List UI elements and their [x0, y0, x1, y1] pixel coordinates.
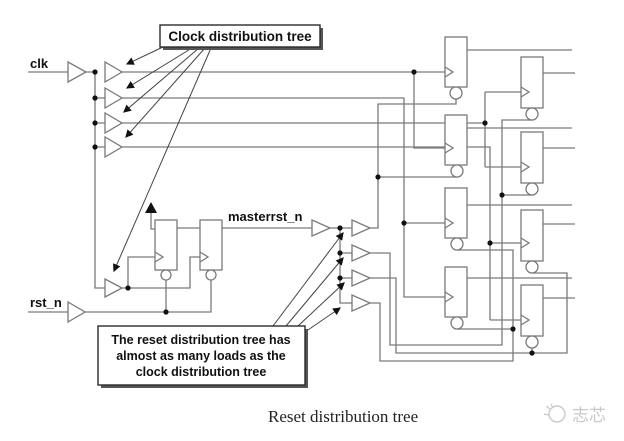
junction-dot [92, 95, 98, 101]
clock-callout-arrow [123, 47, 200, 113]
reset-note-callout-box: The reset distribution tree has almost a… [97, 325, 308, 388]
sync-flipflop-b-icon [199, 219, 223, 281]
clock-tree-callout-box: Clock distribution tree [159, 24, 323, 50]
watermark-chip-icon [548, 405, 566, 423]
reset-callout-arrow [304, 307, 341, 333]
clock-callout-arrow [113, 47, 212, 273]
reset-callout-arrow [297, 282, 345, 327]
reset-note-line1: The reset distribution tree has [111, 333, 290, 347]
wire-layer [28, 49, 575, 362]
clock-net3-wire [122, 91, 521, 168]
ff-col2-4-icon [520, 284, 544, 349]
reset-buffer4-icon [351, 293, 372, 313]
ff-col2-3-icon [520, 209, 544, 274]
junction-dot [411, 69, 417, 75]
clk-buffer2-icon [104, 86, 124, 110]
clock-net2-wire [122, 97, 445, 298]
ff-col2-2-icon [520, 131, 544, 196]
junction-dot [163, 309, 169, 315]
junction-dot [337, 225, 343, 231]
clk-buffer1-icon [104, 60, 124, 84]
rstn-wire [28, 280, 212, 313]
junction-dot [125, 285, 131, 291]
reset-net4-wire [370, 249, 514, 362]
clk-trunk-wire [86, 71, 105, 289]
junction-dot [92, 144, 98, 150]
masterrst-buffer-icon [311, 218, 332, 238]
reset-buffer3-icon [351, 268, 372, 288]
sync-flipflop-a-icon [154, 219, 178, 281]
clock-callout-arrow [125, 46, 164, 65]
rstn-label: rst_n [30, 295, 62, 310]
clock-tree-callout-label: Clock distribution tree [168, 29, 312, 44]
callout-arrow-layer [113, 46, 345, 333]
sync-clock-buffer-icon [104, 277, 124, 299]
rst-root-buffer-icon [67, 300, 87, 324]
junction-dot [510, 326, 516, 332]
junction-dot [92, 120, 98, 126]
junction-dot [337, 275, 343, 281]
reset-callout-arrow [272, 232, 344, 327]
reset-net2-wire [370, 119, 532, 346]
flipflop-layer [154, 36, 544, 349]
junction-dot [487, 240, 493, 246]
tie-high-up-arrow-icon [145, 202, 157, 213]
junction-dot [499, 192, 505, 198]
sync-clock-wire [122, 256, 200, 289]
reset-buffer1-icon [351, 218, 372, 238]
q-outputs-col2-wire [543, 72, 575, 299]
junction-dot [375, 174, 381, 180]
watermark-logo: 志芯 [543, 403, 606, 425]
masterrstn-label: masterrst_n [228, 209, 302, 224]
ff-col1-1-icon [444, 36, 468, 100]
junction-dot [482, 120, 488, 126]
junction-dot [92, 69, 98, 75]
clock-net4-wire [122, 146, 521, 321]
ff-col1-2-icon [444, 114, 468, 178]
buffer-layer [67, 60, 372, 324]
reset-callout-arrow [285, 257, 344, 327]
reset-note-line3: clock distribution tree [136, 365, 267, 379]
q-outputs-col1-wire [467, 49, 572, 279]
figure-caption: Reset distribution tree [268, 407, 418, 426]
reset-buffer2-icon [351, 243, 372, 263]
watermark-text: 志芯 [572, 406, 606, 425]
junction-dot [337, 250, 343, 256]
reset-note-line2: almost as many loads as the [116, 349, 286, 363]
clock-callout-arrow [125, 47, 193, 89]
tie-high-wire [150, 213, 155, 230]
clock-callout-arrow [125, 47, 206, 138]
junction-dot [529, 350, 535, 356]
watermark-sparkle-icon [543, 403, 554, 416]
ff-col2-1-icon [520, 56, 544, 121]
clk-buffer4-icon [104, 135, 124, 159]
clk-label: clk [30, 56, 49, 71]
clock-net1-wire [122, 71, 445, 149]
junction-dot [401, 220, 407, 226]
reset-net1-wire [370, 99, 457, 229]
clk-buffer3-icon [104, 111, 124, 135]
masterrst-trunk-wire [330, 227, 352, 304]
ff-col1-4-icon [444, 266, 468, 330]
clk-root-buffer-icon [67, 60, 88, 84]
ff-col1-3-icon [444, 187, 468, 251]
junction-dot-layer [92, 69, 535, 356]
